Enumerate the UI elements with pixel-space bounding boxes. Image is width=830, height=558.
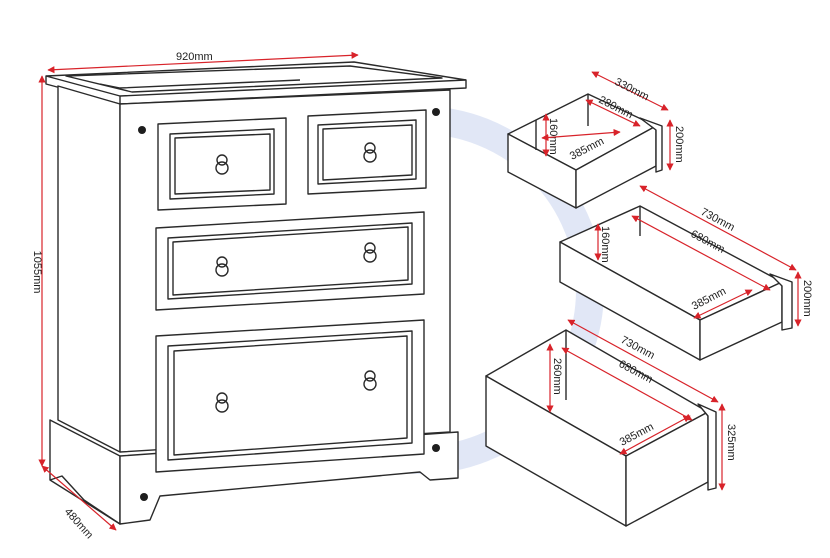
drawer-small: 330mm 280mm 160mm 385mm 200mm	[507, 71, 685, 209]
drawer-medium-outer-height-label: 200mm	[801, 280, 813, 317]
knot	[432, 444, 440, 452]
drawer-front-middle	[155, 211, 425, 311]
knot	[432, 108, 440, 116]
knot	[140, 493, 148, 501]
chest-depth-label: 480mm	[62, 506, 95, 541]
chest-depth-dimension	[41, 465, 117, 531]
drawer-large-inner-height-label: 260mm	[551, 358, 563, 395]
drawer-medium-inner-height-label: 160mm	[599, 226, 611, 263]
drawer-front-bottom	[155, 319, 425, 473]
drawer-small-outer-height-label: 200mm	[673, 126, 685, 163]
drawer-large: 730mm 680mm 260mm 385mm 325mm	[485, 319, 737, 527]
knot	[138, 126, 146, 134]
drawer-large-outer-height-label: 325mm	[725, 424, 737, 461]
chest-height-label: 1055mm	[31, 251, 43, 294]
chest-of-drawers: 920mm 1055mm 480mm	[31, 51, 467, 541]
drawer-front-top-right	[307, 109, 427, 195]
chest-width-dimension	[47, 51, 359, 74]
drawer-small-outer-width-label: 330mm	[613, 76, 651, 103]
chest-width-label: 920mm	[176, 51, 213, 63]
drawer-front-top-left	[157, 117, 287, 211]
